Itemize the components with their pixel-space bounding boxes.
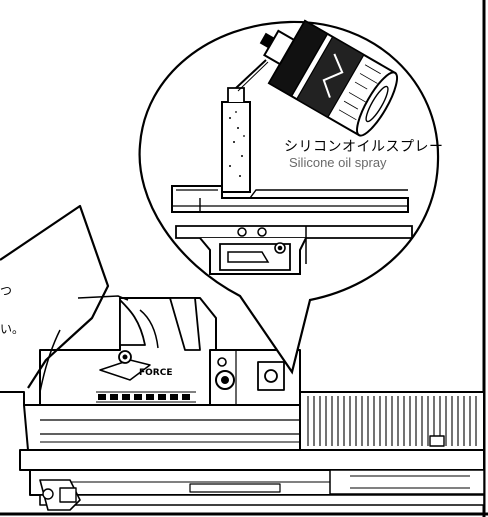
spray-label-english: Silicone oil spray xyxy=(289,155,387,170)
gun-body xyxy=(0,204,485,511)
magnified-mechanism xyxy=(171,87,413,275)
spray-label-japanese: シリコンオイルスプレー xyxy=(284,139,444,155)
nozzle-icon xyxy=(235,59,269,92)
text-fragment-1: つ xyxy=(0,284,13,298)
spray-can-icon xyxy=(259,19,399,137)
slide-marking: FORCE xyxy=(139,368,173,378)
text-fragment-2: い。 xyxy=(0,322,25,336)
